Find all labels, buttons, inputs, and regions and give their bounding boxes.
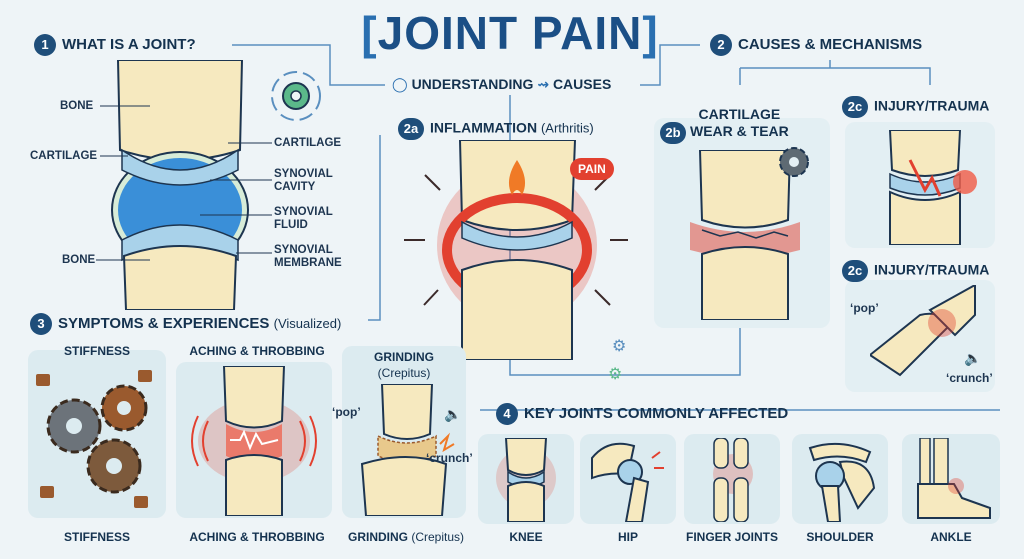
connector-1 (232, 44, 385, 86)
injury-crunch-label: ‘crunch’ (946, 371, 993, 385)
gear-icon (779, 147, 809, 177)
section-2b-title: CARTILAGE WEAR & TEAR (690, 106, 789, 139)
joint-label-ankle: ANKLE (930, 530, 972, 544)
flow-causes: CAUSES (552, 76, 612, 92)
stiffness-bottom-label: STIFFNESS (63, 530, 130, 544)
flow-understanding: UNDERSTANDING (411, 76, 534, 92)
injury-diagram-top (888, 130, 977, 245)
connector-2 (640, 44, 700, 86)
joint-label-finger-joints: FINGER JOINTS (685, 530, 778, 544)
joint-anatomy-diagram (111, 60, 249, 310)
fire-icon (508, 160, 526, 195)
grinding-bottom-label: GRINDING (Crepitus) (347, 530, 465, 544)
lightbulb-icon: ◯ (392, 76, 408, 92)
wear-tear-diagram (690, 150, 800, 320)
label-cartilage-left: CARTILAGE (30, 150, 98, 162)
aching-diagram (191, 366, 317, 516)
injury-pop-label: ‘pop’ (850, 301, 879, 315)
shoulder-joint-diagram (808, 442, 876, 522)
injury-diagram-bottom (870, 285, 976, 377)
aching-bottom-label: ACHING & THROBBING (189, 530, 325, 544)
flow-line: ◯ UNDERSTANDING ⇝ CAUSES (392, 76, 611, 93)
small-gear-icon-1: ⚙ (612, 338, 627, 355)
label-synovial-membrane: SYNOVIAL MEMBRANE (274, 244, 342, 269)
section-2b-heading: 2b (660, 122, 692, 144)
label-synovial-cavity: SYNOVIAL CAVITY (274, 168, 333, 193)
inflammation-diagram (404, 140, 628, 360)
flow-arrow-icon: ⇝ (537, 76, 550, 92)
aching-top-label: ACHING & THROBBING (189, 344, 325, 358)
knee-joint-diagram (496, 438, 556, 522)
pain-badge: PAIN (570, 158, 614, 180)
lock-icon (138, 370, 152, 382)
connector-4 (368, 135, 381, 321)
grinding-pop-label: ‘pop’ (332, 405, 361, 419)
stiffness-top-label: STIFFNESS (63, 344, 130, 358)
lock-icon (40, 486, 54, 498)
label-synovial-fluid: SYNOVIAL FLUID (274, 206, 333, 231)
ankle-joint-diagram (917, 438, 991, 519)
small-gear-icon-2: ⚙ (608, 366, 623, 383)
hip-joint-diagram (591, 442, 664, 522)
speaker-icon: 🔈 (964, 350, 982, 366)
grinding-top-label: GRINDING (374, 350, 434, 364)
speaker-icon: 🔈 (444, 406, 462, 422)
grinding-crunch-label: ‘crunch’ (426, 451, 473, 465)
joint-label-shoulder: SHOULDER (806, 530, 874, 544)
label-bone-top: BONE (60, 100, 94, 112)
label-cartilage-right: CARTILAGE (274, 137, 342, 149)
rusty-gears-diagram (36, 370, 152, 508)
lock-icon (36, 374, 50, 386)
joint-label-hip: HIP (617, 530, 638, 544)
page-title: [JOINT PAIN] (361, 7, 659, 59)
label-bone-bottom: BONE (62, 254, 96, 266)
finger-joints-diagram (713, 438, 753, 522)
upper-cartilage (121, 148, 239, 186)
gear-cycle-icon (271, 71, 321, 121)
lock-icon (134, 496, 148, 508)
joint-label-knee: KNEE (509, 530, 543, 544)
panel-finger-joints (684, 434, 780, 524)
tibia-bone (122, 245, 238, 310)
grinding-diagram (360, 384, 455, 516)
grinding-top-sub: (Crepitus) (377, 366, 431, 380)
